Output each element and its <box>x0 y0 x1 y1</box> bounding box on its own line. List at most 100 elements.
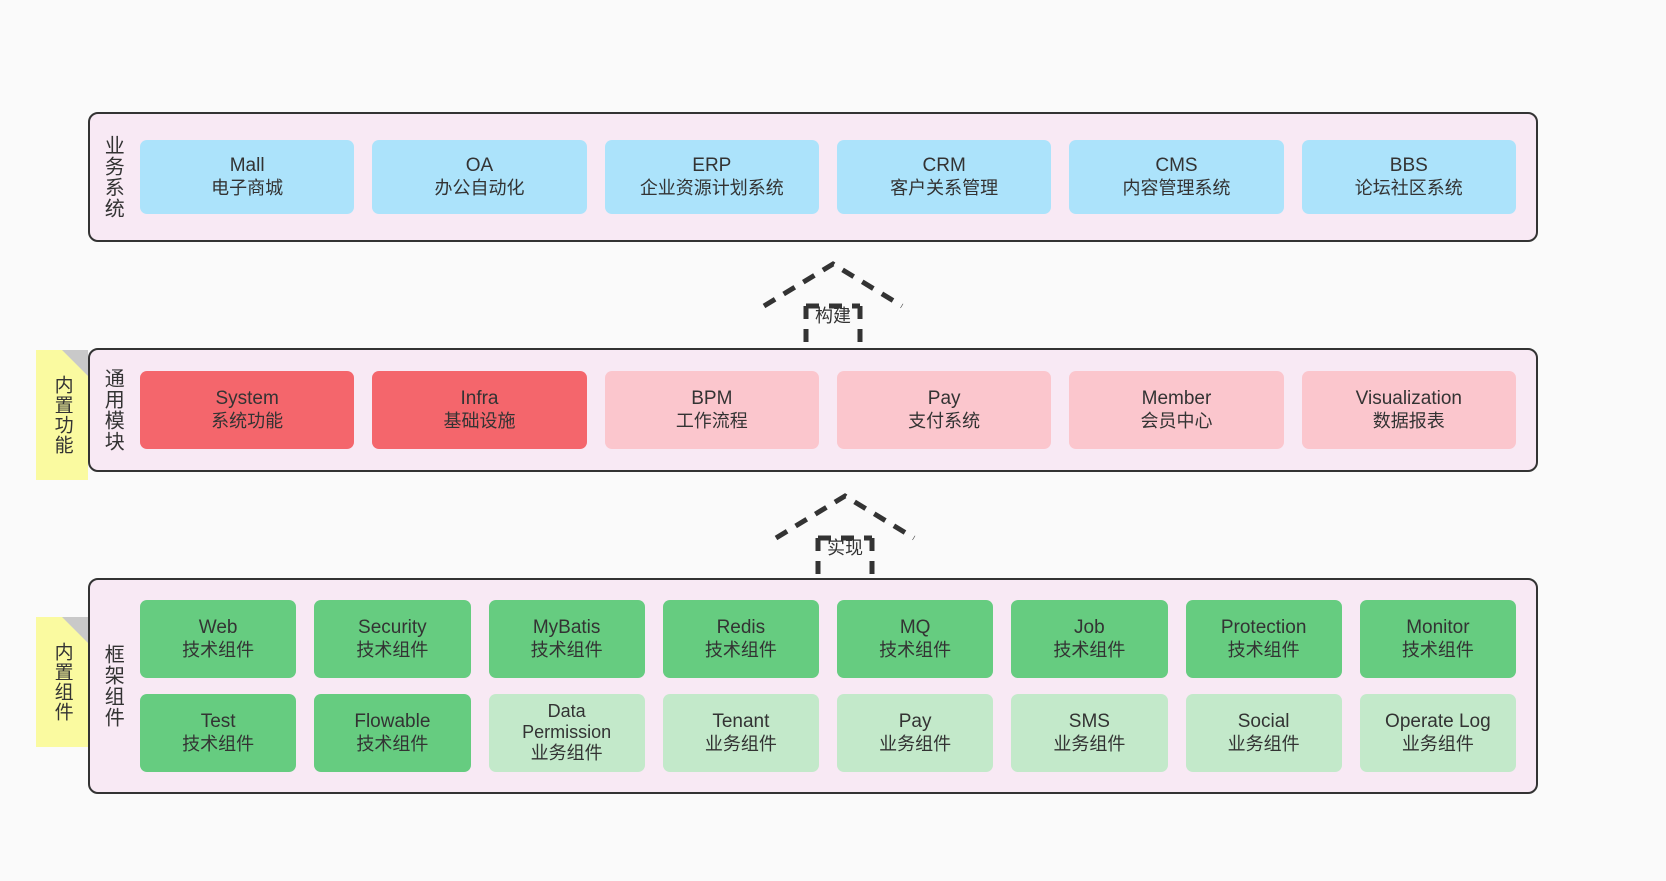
module-card-oa[interactable]: OA 办公自动化 <box>372 140 587 214</box>
component-name: Protection <box>1220 617 1307 639</box>
layer-body-business-system: Mall 电子商城 OA 办公自动化 ERP 企业资源计划系统 CRM 客户关系… <box>134 114 1536 240</box>
layer-common-module: 通用模块 System 系统功能 Infra 基础设施 BPM 工作流程 Pay… <box>88 348 1538 472</box>
component-type: 业务组件 <box>530 742 603 763</box>
module-name: Mall <box>229 155 265 177</box>
layer-framework-component: 框架组件 Web 技术组件 Security 技术组件 MyBatis 技术组件… <box>88 578 1538 794</box>
module-card-pay[interactable]: Pay 支付系统 <box>836 371 1052 449</box>
component-name: Security <box>358 617 427 639</box>
module-card-system[interactable]: System 系统功能 <box>140 371 355 449</box>
component-card-operate-log[interactable]: Operate Log 业务组件 <box>1359 694 1516 772</box>
layer-body-framework-component: Web 技术组件 Security 技术组件 MyBatis 技术组件 Redi… <box>134 580 1536 792</box>
component-card-redis[interactable]: Redis 技术组件 <box>662 600 819 678</box>
module-name: System <box>215 388 279 410</box>
module-name: Pay <box>927 388 961 410</box>
component-name: Monitor <box>1406 617 1470 639</box>
component-type: 技术组件 <box>879 639 952 660</box>
component-name: Redis <box>716 617 766 639</box>
module-desc: 会员中心 <box>1140 410 1213 431</box>
layer-body-common-module: System 系统功能 Infra 基础设施 BPM 工作流程 Pay 支付系统… <box>134 350 1536 470</box>
component-card-web[interactable]: Web 技术组件 <box>140 600 297 678</box>
component-name: Web <box>198 617 238 639</box>
sticky-note-text: 内置功能 <box>51 375 73 455</box>
module-card-cms[interactable]: CMS 内容管理系统 <box>1069 140 1284 214</box>
component-card-mybatis[interactable]: MyBatis 技术组件 <box>488 600 645 678</box>
sticky-note-builtin-function: 内置功能 <box>36 350 88 480</box>
component-type: 业务组件 <box>704 733 777 754</box>
module-name: Visualization <box>1355 388 1462 410</box>
component-type: 技术组件 <box>1227 639 1300 660</box>
module-name: CRM <box>922 155 966 177</box>
component-card-pay[interactable]: Pay 业务组件 <box>837 694 994 772</box>
component-card-data-permission[interactable]: Data Permission 业务组件 <box>488 694 645 772</box>
module-card-crm[interactable]: CRM 客户关系管理 <box>836 140 1052 214</box>
module-card-member[interactable]: Member 会员中心 <box>1069 371 1284 449</box>
layer-title-business-system: 业务系统 <box>101 135 124 219</box>
component-name: Job <box>1074 617 1105 639</box>
component-card-social[interactable]: Social 业务组件 <box>1185 694 1342 772</box>
component-name: Pay <box>898 711 932 733</box>
layer-row-business: Test 技术组件 Flowable 技术组件 Data Permission … <box>140 694 1516 772</box>
component-card-security[interactable]: Security 技术组件 <box>314 600 471 678</box>
component-name: MQ <box>899 617 931 639</box>
module-desc: 论坛社区系统 <box>1354 177 1463 198</box>
module-desc: 支付系统 <box>908 410 981 431</box>
component-type: 业务组件 <box>1227 733 1300 754</box>
module-name: BBS <box>1389 155 1428 177</box>
connector-implement-shape <box>774 493 916 576</box>
connector-build: 构建 <box>760 258 906 346</box>
module-name: BPM <box>691 388 733 410</box>
component-name: Operate Log <box>1385 711 1491 733</box>
component-card-flowable[interactable]: Flowable 技术组件 <box>314 694 471 772</box>
note-fold-icon <box>62 350 88 376</box>
component-type: 技术组件 <box>182 639 255 660</box>
component-card-test[interactable]: Test 技术组件 <box>140 694 297 772</box>
module-name: Infra <box>460 388 499 410</box>
component-type: 业务组件 <box>1053 733 1126 754</box>
connector-implement: 实现 <box>772 490 918 578</box>
module-desc: 企业资源计划系统 <box>639 177 784 198</box>
component-type: 技术组件 <box>356 733 429 754</box>
component-type: 技术组件 <box>1401 639 1474 660</box>
component-type: 技术组件 <box>1053 639 1126 660</box>
module-card-visualization[interactable]: Visualization 数据报表 <box>1301 371 1516 449</box>
component-card-tenant[interactable]: Tenant 业务组件 <box>662 694 819 772</box>
connector-build-shape <box>762 261 904 344</box>
component-name: Social <box>1237 711 1290 733</box>
layer-row: System 系统功能 Infra 基础设施 BPM 工作流程 Pay 支付系统… <box>140 371 1516 449</box>
module-card-erp[interactable]: ERP 企业资源计划系统 <box>604 140 819 214</box>
module-name: Member <box>1141 388 1212 410</box>
module-desc: 客户关系管理 <box>890 177 999 198</box>
module-desc: 内容管理系统 <box>1122 177 1231 198</box>
layer-business-system: 业务系统 Mall 电子商城 OA 办公自动化 ERP 企业资源计划系统 CRM… <box>88 112 1538 242</box>
component-card-job[interactable]: Job 技术组件 <box>1011 600 1168 678</box>
component-name: MyBatis <box>532 617 601 639</box>
module-card-infra[interactable]: Infra 基础设施 <box>372 371 587 449</box>
layer-row: Mall 电子商城 OA 办公自动化 ERP 企业资源计划系统 CRM 客户关系… <box>140 140 1516 214</box>
module-desc: 基础设施 <box>443 410 516 431</box>
component-name: Flowable <box>354 711 431 733</box>
layer-row-technical: Web 技术组件 Security 技术组件 MyBatis 技术组件 Redi… <box>140 600 1516 678</box>
module-desc: 工作流程 <box>675 410 748 431</box>
component-type: 业务组件 <box>879 733 952 754</box>
connector-build-label: 构建 <box>815 306 851 326</box>
module-name: ERP <box>692 155 732 177</box>
module-card-bbs[interactable]: BBS 论坛社区系统 <box>1301 140 1516 214</box>
sticky-note-text: 内置组件 <box>51 642 73 722</box>
component-type: 技术组件 <box>530 639 603 660</box>
module-desc: 办公自动化 <box>434 177 525 198</box>
component-card-mq[interactable]: MQ 技术组件 <box>837 600 994 678</box>
component-type: 业务组件 <box>1401 733 1474 754</box>
module-desc: 电子商城 <box>211 177 284 198</box>
component-card-monitor[interactable]: Monitor 技术组件 <box>1359 600 1516 678</box>
component-name: Tenant <box>712 711 770 733</box>
module-name: OA <box>465 155 494 177</box>
module-card-mall[interactable]: Mall 电子商城 <box>140 140 355 214</box>
component-card-protection[interactable]: Protection 技术组件 <box>1185 600 1342 678</box>
note-fold-icon <box>62 617 88 643</box>
component-card-sms[interactable]: SMS 业务组件 <box>1011 694 1168 772</box>
module-name: CMS <box>1155 155 1198 177</box>
layer-title-common-module: 通用模块 <box>101 368 124 452</box>
module-card-bpm[interactable]: BPM 工作流程 <box>604 371 819 449</box>
connector-implement-label: 实现 <box>827 538 863 558</box>
layer-title-framework-component: 框架组件 <box>101 644 124 728</box>
